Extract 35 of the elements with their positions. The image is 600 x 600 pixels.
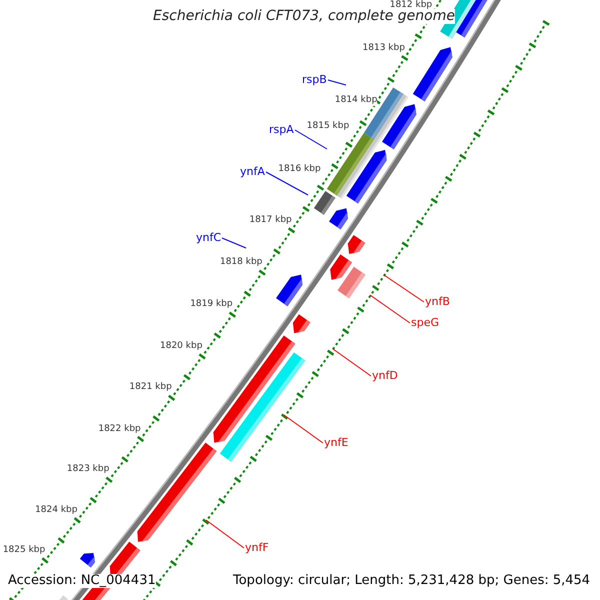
- tick-label: 1818 kbp: [220, 258, 262, 268]
- leader-line: [384, 274, 424, 302]
- leader-line: [266, 172, 308, 196]
- tick-label: 1822 kbp: [98, 424, 141, 434]
- tick-label: 1816 kbp: [278, 165, 321, 176]
- tick-label: 1825 kbp: [2, 546, 46, 556]
- leader-line: [222, 238, 246, 248]
- tick-label: 1813 kbp: [362, 44, 405, 54]
- tick-label: 1815 kbp: [306, 122, 350, 132]
- tick-label: 1812 kbp: [390, 1, 432, 11]
- genome-summary: Topology: circular; Length: 5,231,428 bp; Genes: 5,454: [233, 574, 590, 588]
- map-title: Escherichia coli CFT073, complete genome: [153, 9, 455, 24]
- tick-label: 1817 kbp: [249, 216, 292, 226]
- gene-name: ynfA: [240, 166, 265, 178]
- leader-line: [328, 80, 346, 86]
- gene-name: ynfE: [324, 437, 348, 450]
- tick-label: 1824 kbp: [35, 506, 78, 516]
- tick-label: 1823 kbp: [66, 465, 110, 476]
- leader-line: [332, 348, 372, 376]
- gene-name: ynfD: [372, 370, 398, 382]
- tick-label: 1820 kbp: [160, 342, 202, 352]
- tick-label: 1819 kbp: [190, 300, 233, 310]
- gene-name: ynfF: [245, 542, 269, 554]
- gene-name: speG: [411, 317, 440, 330]
- gene-name: ynfC: [196, 232, 222, 244]
- gene-name: rspA: [269, 124, 294, 136]
- tick-label: 1821 kbp: [129, 383, 172, 394]
- leader-line: [206, 520, 244, 548]
- leader-line: [294, 130, 328, 150]
- leader-line: [370, 294, 410, 324]
- leader-line: [284, 414, 324, 444]
- tick-label: 1814 kbp: [334, 96, 378, 106]
- gene-name: rspB: [302, 74, 327, 86]
- gene-name: ynfB: [425, 296, 450, 308]
- accession-number: Accession: NC_004431: [8, 574, 156, 588]
